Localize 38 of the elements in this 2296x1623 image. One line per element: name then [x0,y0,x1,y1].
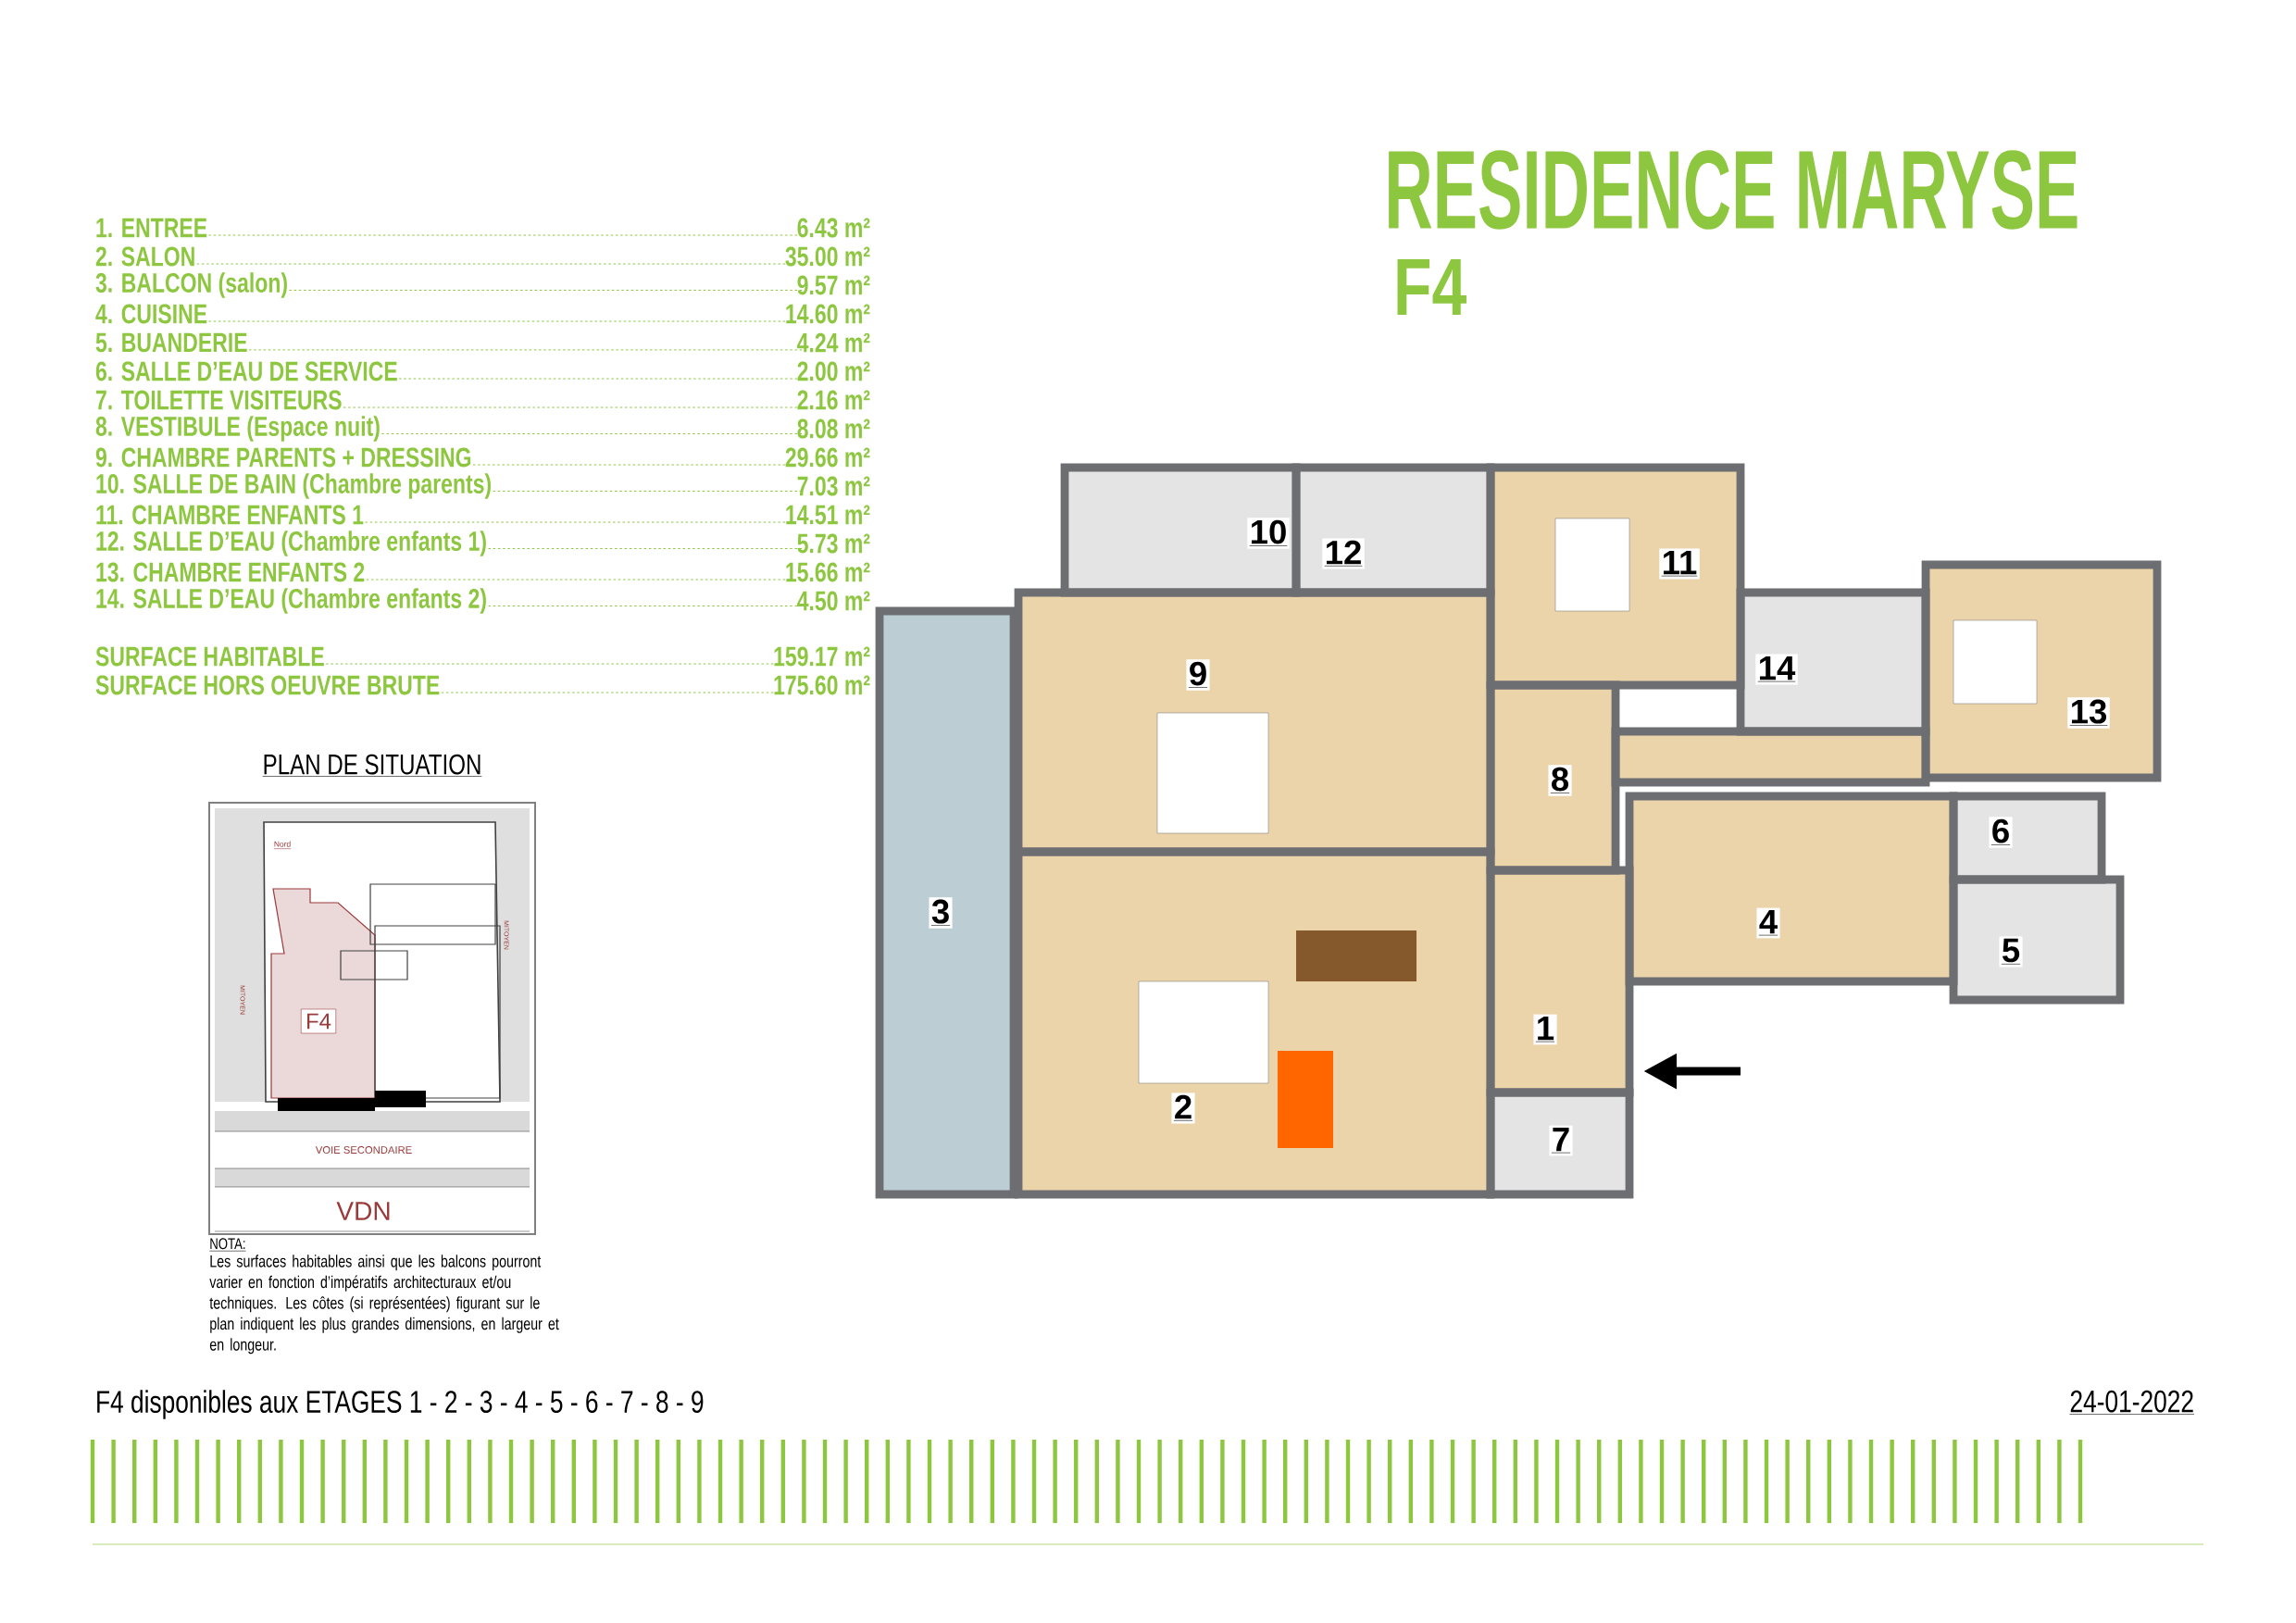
room-area: 175.60 m² [774,675,870,695]
road-label: VDN [336,1202,390,1220]
room-area: 2.16 m² [797,390,870,410]
room-number: 13 [2067,697,2110,729]
room-area: 8.08 m² [797,418,870,439]
date: 24-01-2022 [2069,1390,2195,1415]
room-number: 8 [1548,765,1572,796]
room-number: 6 [1989,817,2013,848]
room-area: 35.00 m² [785,246,870,267]
room-number: 5 [1999,936,2023,968]
room-area: 29.66 m² [785,447,870,468]
room-area: 4.50 m² [797,591,870,611]
title: RESIDENCE MARYSE [1389,150,2078,230]
room-area: 6.43 m² [797,218,870,238]
note-heading: NOTA: [209,1238,246,1252]
room-area: 159.17 m² [774,646,870,667]
room-number: 4 [1756,907,1780,939]
room-number: 12 [1322,538,1365,569]
room-area: 5.73 m² [797,533,870,554]
room-number: 1 [1533,1014,1557,1045]
north-label: Nord [273,841,292,849]
room-number: 11 [1659,548,1700,580]
room-number: 14 [1755,654,1798,685]
room-number: 9 [1186,659,1210,691]
availability-note: F4 disponibles aux ETAGES 1 - 2 - 3 - 4 - 5 - 6 - 7 - 8 - 9 [97,1390,704,1419]
unit-label: F4 [301,1008,337,1034]
room-number: 7 [1549,1125,1573,1156]
section-heading: PLAN DE SITUATION [262,754,482,777]
room-number: 3 [929,897,953,929]
room-area: 9.57 m² [797,275,870,295]
road-label: VOIE SECONDAIRE [315,1146,412,1154]
subtitle: F4 [1397,259,1466,315]
room-number: 2 [1171,1092,1195,1124]
room-number: 10 [1247,518,1290,549]
room-area: 2.00 m² [797,361,870,381]
note-text: Les surfaces habitables ainsi que les balcons pourront varier en fonction d’impératifs architecturaux et/ou techniques. Les côtes (si représentées) figurant sur le plan indiquent les plus grandes dimensions, en largeur et en longeur. [209,1255,559,1355]
room-area: 7.03 m² [797,476,870,496]
room-area: 4.24 m² [797,332,870,353]
